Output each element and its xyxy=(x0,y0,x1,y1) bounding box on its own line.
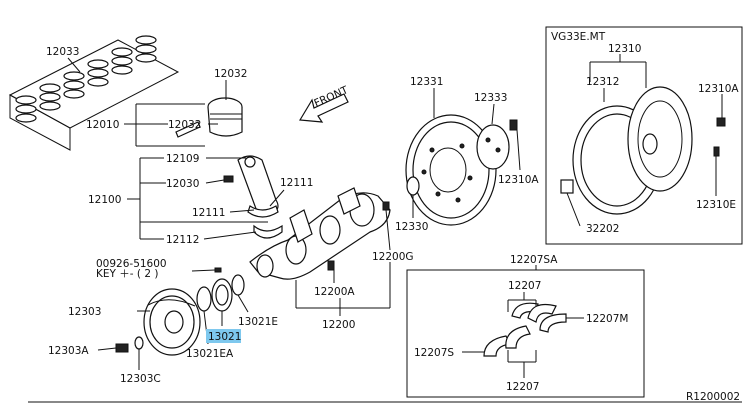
label-12030[interactable]: 12030 xyxy=(166,178,199,190)
flywheel-bolt[interactable] xyxy=(509,119,518,131)
label-12330[interactable]: 12330 xyxy=(395,221,428,233)
label-32202[interactable]: 32202 xyxy=(586,223,619,235)
label-12312[interactable]: 12312 xyxy=(586,76,619,88)
flywheel[interactable] xyxy=(405,114,497,226)
label-12033[interactable]: 12033 xyxy=(46,46,79,58)
label-12303[interactable]: 12303 xyxy=(68,306,101,318)
label-13021ea[interactable]: 13021EA xyxy=(186,348,234,360)
label-12032-top[interactable]: 12032 xyxy=(214,68,247,80)
piston-ring xyxy=(111,65,133,75)
rod-bearing[interactable] xyxy=(247,205,279,218)
piston-ring xyxy=(135,44,157,54)
piston-ring xyxy=(111,47,133,57)
flywheel-spacer[interactable] xyxy=(406,176,420,196)
oil-pump-drive-spacer[interactable] xyxy=(196,286,212,312)
label-12207-top[interactable]: 12207 xyxy=(508,280,541,292)
piston-ring xyxy=(135,35,157,45)
piston-ring xyxy=(87,77,109,87)
label-12303a[interactable]: 12303A xyxy=(48,345,89,357)
variant-label: VG33E.MT xyxy=(551,31,606,43)
piston[interactable] xyxy=(207,97,243,137)
piston-ring-set[interactable] xyxy=(8,35,180,151)
piston-ring xyxy=(15,95,37,105)
crankshaft[interactable] xyxy=(249,187,391,280)
label-12109[interactable]: 12109 xyxy=(166,153,199,165)
front-arrow-icon xyxy=(298,93,349,123)
label-12303c[interactable]: 12303C xyxy=(120,373,161,385)
label-12333[interactable]: 12333 xyxy=(474,92,507,104)
connecting-rod[interactable] xyxy=(237,155,279,215)
main-bearing-set[interactable] xyxy=(483,302,567,357)
piston-ring xyxy=(63,80,85,90)
crankshaft-pulley[interactable] xyxy=(143,288,201,356)
label-12200[interactable]: 12200 xyxy=(322,319,355,331)
piston-ring xyxy=(15,113,37,123)
rod-cap[interactable] xyxy=(253,224,283,239)
crank-plug[interactable] xyxy=(382,201,390,211)
crank-sprocket-spacer[interactable] xyxy=(231,274,245,296)
piston-pin[interactable] xyxy=(175,121,201,138)
label-12200a[interactable]: 12200A xyxy=(314,286,355,298)
label-12207-bottom[interactable]: 12207 xyxy=(506,381,539,393)
variant-box xyxy=(545,26,743,245)
flywheel-reinforcement-plate[interactable] xyxy=(476,124,510,170)
pulley-washer[interactable] xyxy=(134,336,144,350)
piston-ring xyxy=(39,92,61,102)
crank-sprocket[interactable] xyxy=(211,278,233,312)
piston-ring xyxy=(63,71,85,81)
mt-dowel[interactable] xyxy=(713,146,720,157)
label-12331[interactable]: 12331 xyxy=(410,76,443,88)
label-13021e[interactable]: 13021E xyxy=(238,316,278,328)
crank-key[interactable] xyxy=(214,267,222,273)
bearing-box xyxy=(406,269,645,398)
piston-ring xyxy=(135,53,157,63)
label-12010[interactable]: 12010 xyxy=(86,119,119,131)
piston-ring xyxy=(39,83,61,93)
label-12112[interactable]: 12112 xyxy=(166,234,199,246)
mt-flywheel-bolt[interactable] xyxy=(716,117,726,127)
main-bearing-bolt[interactable] xyxy=(327,260,335,271)
piston-ring xyxy=(63,89,85,99)
label-12310a-right[interactable]: 12310A xyxy=(698,83,739,95)
label-key: KEY ＋- ( 2 ) xyxy=(96,268,158,280)
piston-ring xyxy=(15,104,37,114)
pulley-bolt[interactable] xyxy=(115,343,129,353)
leader-lines xyxy=(67,54,723,378)
label-12310a-mid[interactable]: 12310A xyxy=(498,174,539,186)
piston-ring xyxy=(87,59,109,69)
label-12111-top[interactable]: 12111 xyxy=(280,177,313,189)
highlight-13021 xyxy=(206,329,241,343)
piston-ring xyxy=(87,68,109,78)
label-12111-mid[interactable]: 12111 xyxy=(192,207,225,219)
drawing-number: R1200002 xyxy=(686,391,740,403)
label-00926-51600[interactable]: 00926-51600 xyxy=(96,258,167,270)
label-12310[interactable]: 12310 xyxy=(608,43,641,55)
label-12100[interactable]: 12100 xyxy=(88,194,121,206)
piston-ring xyxy=(39,101,61,111)
label-13021[interactable]: 13021 xyxy=(208,331,241,343)
rod-bolt[interactable] xyxy=(223,175,234,183)
label-12207s[interactable]: 12207S xyxy=(414,347,454,359)
mt-flywheel[interactable] xyxy=(572,86,693,215)
pilot-bushing[interactable] xyxy=(560,179,574,194)
label-12200g[interactable]: 12200G xyxy=(372,251,414,263)
piston-ring xyxy=(111,56,133,66)
label-12032-mid[interactable]: 12032 xyxy=(168,119,201,131)
label-12207sa[interactable]: 12207SA xyxy=(510,254,558,266)
label-12310e[interactable]: 12310E xyxy=(696,199,736,211)
label-12207m[interactable]: 12207M xyxy=(586,313,628,325)
